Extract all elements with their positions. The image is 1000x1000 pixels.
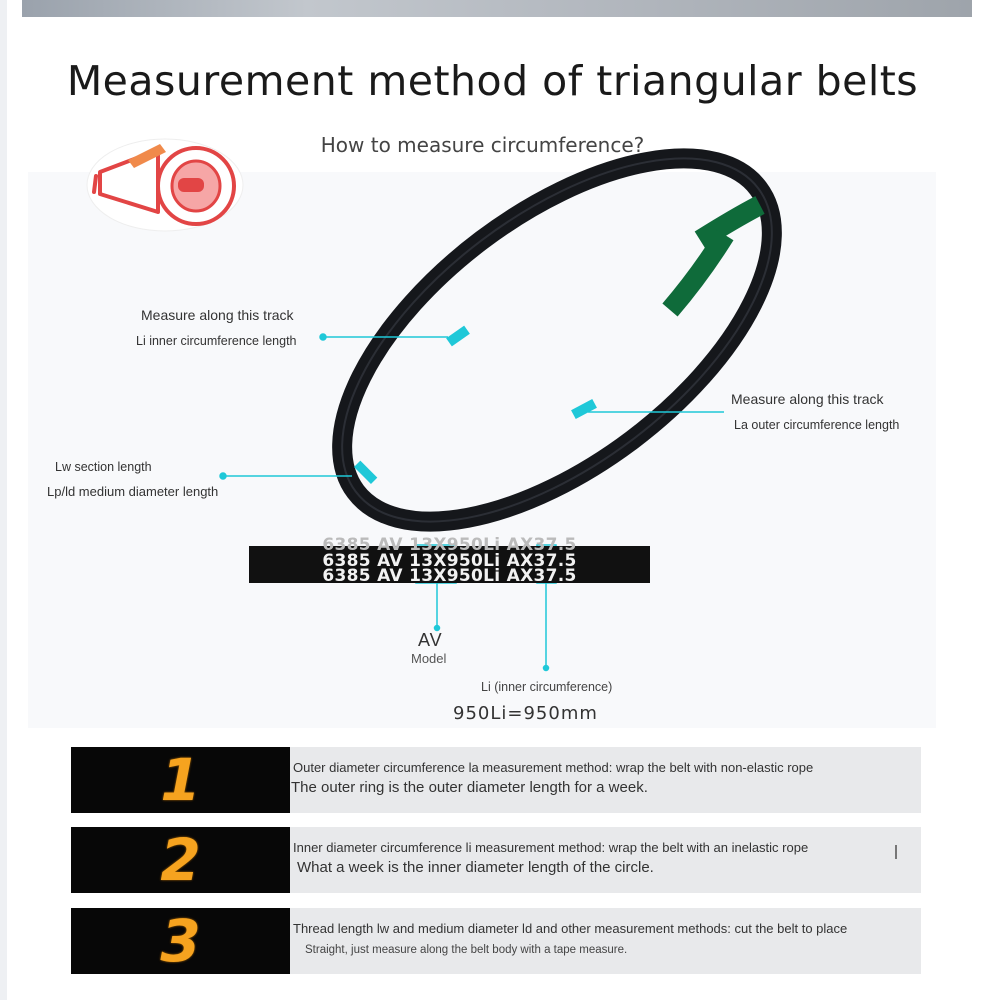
belt-code-strip: 6385 AV 13X950Li AX37.5 6385 AV 13X950Li… (249, 537, 650, 586)
inner-track-label: Measure along this track (141, 307, 294, 323)
step-1-number: 1 (160, 746, 201, 814)
step-2-number: 2 (160, 826, 201, 894)
step-2-line1: Inner diameter circumference li measurem… (293, 840, 809, 855)
step-3-number-block: 3 (71, 908, 290, 974)
medium-length-label: Lp/ld medium diameter length (47, 484, 219, 499)
step-2-number-block: 2 (71, 827, 290, 893)
page-subtitle: How to measure circumference? (320, 133, 645, 157)
belt-code-row-bottom: 6385 AV 13X950Li AX37.5 (322, 566, 577, 586)
model-label: Model (411, 651, 447, 666)
step-3-line1: Thread length lw and medium diameter ld … (293, 921, 848, 936)
step-3-line2: Straight, just measure along the belt bo… (305, 944, 628, 956)
inner-circumference-label: Li (inner circumference) (481, 680, 613, 694)
leader-lines (219, 333, 724, 672)
inner-length-label: Li inner circumference length (136, 334, 297, 348)
outer-length-label: La outer circumference length (734, 418, 900, 432)
diagram-panel (28, 172, 936, 728)
page-edge (0, 0, 7, 1000)
v-belt-ring (332, 148, 782, 532)
text-cursor (895, 845, 897, 859)
step-3: 3 Thread length lw and medium diameter l… (71, 908, 921, 974)
belt-code-row-top: 6385 AV 13X950Li AX37.5 (322, 535, 577, 555)
step-1-number-block: 1 (71, 747, 290, 813)
belt-code-row-main: 6385 AV 13X950Li AX37.5 (322, 551, 577, 571)
step-1-line2: The outer ring is the outer diameter len… (291, 779, 648, 796)
header-image-strip (22, 0, 972, 17)
step-3-number: 3 (160, 907, 201, 975)
step-1-line1: Outer diameter circumference la measurem… (293, 760, 814, 775)
step-2-line2: What a week is the inner diameter length… (297, 859, 654, 876)
outer-track-label: Measure along this track (731, 391, 884, 407)
section-length-label: Lw section length (55, 460, 152, 474)
megaphone-icon (86, 138, 244, 232)
length-formula: 950Li=950mm (453, 703, 598, 724)
step-2: 2 Inner diameter circumference li measur… (71, 827, 921, 893)
model-code: AV (418, 630, 443, 650)
page-title: Measurement method of triangular belts (66, 57, 919, 105)
step-1: 1 Outer diameter circumference la measur… (71, 747, 921, 813)
